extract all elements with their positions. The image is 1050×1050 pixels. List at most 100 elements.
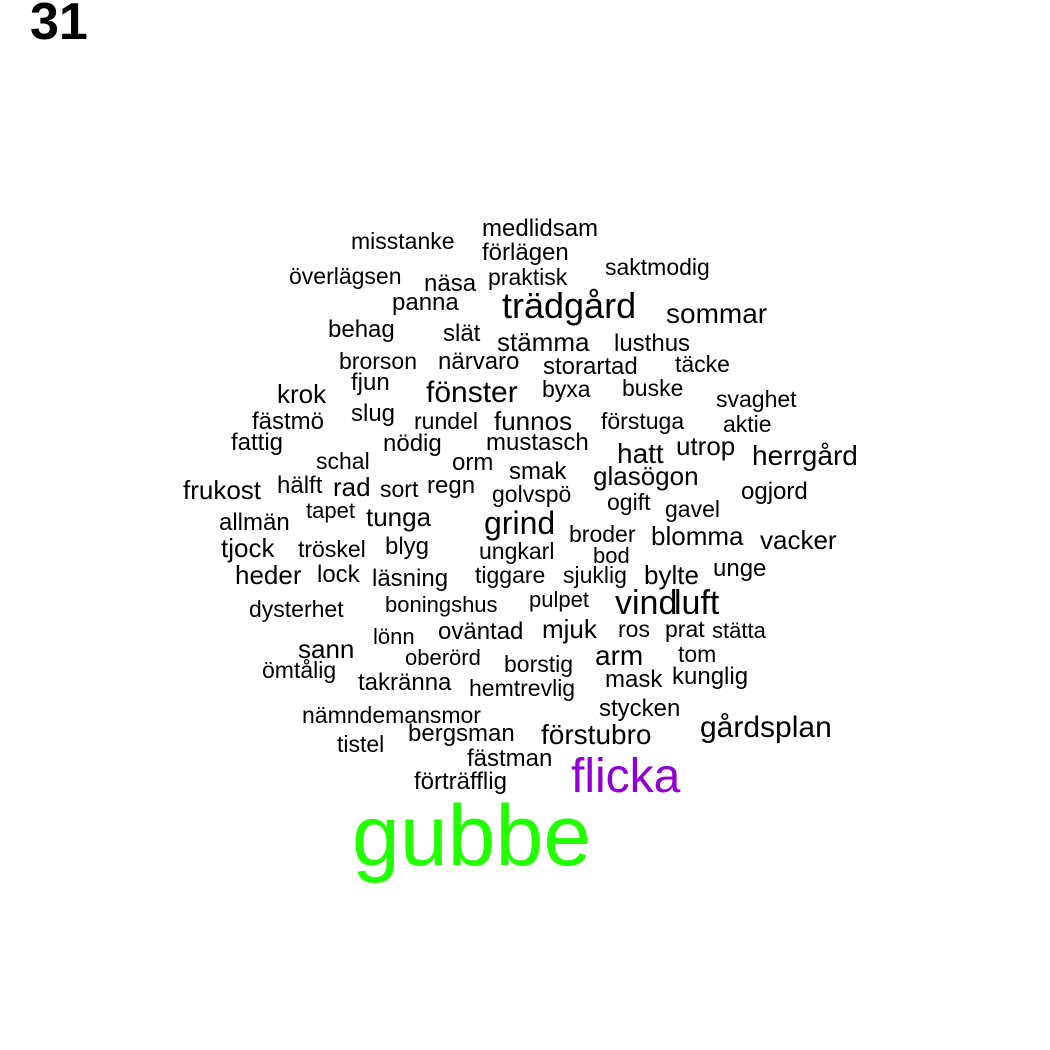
cloud-word: lusthus [614, 330, 691, 357]
cloud-word: frukost [183, 475, 262, 505]
cloud-word: arm [595, 640, 644, 671]
cloud-word: ogift [607, 489, 651, 515]
cloud-word: orm [452, 449, 494, 476]
cloud-word: ungkarl [479, 538, 555, 564]
cloud-word: smak [509, 458, 567, 485]
cloud-word: sann [298, 634, 355, 664]
cloud-word: förträfflig [414, 768, 507, 795]
cloud-word: takränna [358, 669, 452, 696]
cloud-word: stämma [497, 327, 590, 357]
cloud-word: läsning [372, 565, 449, 592]
cloud-word: fjun [351, 369, 390, 396]
cloud-word: regn [427, 472, 476, 499]
cloud-word: rad [333, 472, 371, 502]
cloud-word: utrop [676, 431, 736, 461]
cloud-word: golvspö [492, 481, 572, 507]
cloud-word: gårdsplan [700, 711, 832, 744]
cloud-word: dysterhet [249, 596, 344, 622]
cloud-word: tunga [366, 502, 432, 532]
cloud-word: rundel [414, 408, 478, 434]
cloud-word: misstanke [351, 228, 455, 254]
cloud-word: gubbe [352, 788, 592, 884]
cloud-word: unge [713, 555, 767, 582]
cloud-word: medlidsam [482, 215, 599, 242]
cloud-word: prat [665, 616, 705, 642]
cloud-word: aktie [723, 411, 772, 437]
cloud-word: mjuk [542, 614, 597, 644]
cloud-word: krok [277, 379, 327, 409]
page-number: 31 [30, 0, 88, 51]
cloud-word: blyg [385, 533, 430, 560]
cloud-word: funnos [494, 406, 573, 436]
cloud-word: panna [392, 289, 459, 316]
cloud-word: heder [235, 560, 302, 590]
cloud-word: praktisk [488, 264, 568, 290]
cloud-word: förstuga [601, 408, 685, 434]
cloud-word: lock [317, 561, 360, 588]
cloud-word: oväntad [438, 618, 524, 645]
cloud-word: behag [328, 316, 395, 343]
cloud-word: nämndemansmor [302, 702, 481, 728]
cloud-word: bod [593, 543, 630, 568]
cloud-word: allmän [219, 509, 290, 536]
cloud-word: brorson [339, 348, 417, 374]
cloud-word: byxa [542, 376, 591, 402]
cloud-word: hälft [277, 472, 323, 499]
cloud-word: oberörd [405, 645, 481, 670]
cloud-word: hemtrevlig [469, 675, 576, 701]
cloud-word: fästmö [252, 408, 325, 435]
cloud-word: fönster [426, 376, 518, 409]
cloud-word: vacker [760, 525, 837, 555]
cloud-word: sommar [666, 298, 768, 329]
cloud-word: förlägen [482, 239, 569, 266]
cloud-word: tistel [337, 731, 385, 757]
cloud-word: broder [569, 521, 636, 547]
cloud-word: grind [484, 505, 556, 541]
cloud-word: stätta [712, 618, 766, 643]
cloud-word: överlägsen [289, 263, 402, 289]
cloud-word: sjuklig [563, 562, 627, 588]
cloud-word: flicka [571, 750, 681, 803]
cloud-word: herrgård [752, 440, 858, 471]
cloud-word: bylte [644, 560, 699, 590]
cloud-word: slät [443, 320, 481, 347]
cloud-word: näsa [424, 270, 477, 297]
cloud-word: gavel [665, 496, 720, 522]
cloud-word: vind [615, 584, 678, 622]
cloud-word: trädgård [502, 285, 637, 326]
cloud-word: bergsman [408, 720, 515, 747]
cloud-word: kunglig [672, 663, 749, 690]
cloud-word: fästman [467, 745, 553, 772]
cloud-word: tapet [306, 498, 355, 523]
cloud-word: luft [674, 584, 720, 622]
cloud-word: blomma [651, 521, 744, 551]
cloud-word: hatt [617, 438, 664, 469]
cloud-word: boningshus [385, 592, 498, 617]
cloud-word: tiggare [475, 562, 546, 588]
cloud-word: mustasch [486, 429, 589, 456]
cloud-word: förstubro [541, 719, 652, 750]
cloud-word: stycken [599, 695, 681, 722]
cloud-word: saktmodig [605, 254, 710, 280]
cloud-word: tröskel [298, 536, 366, 562]
cloud-word: fattig [231, 429, 284, 456]
cloud-word: sort [380, 476, 419, 502]
cloud-word: pulpet [529, 587, 589, 612]
cloud-word: närvaro [438, 348, 520, 375]
cloud-word: storartad [543, 353, 638, 380]
cloud-word: glasögon [593, 461, 699, 491]
cloud-word: svaghet [716, 386, 797, 412]
cloud-word: ros [618, 616, 650, 642]
cloud-word: buske [622, 375, 684, 401]
cloud-word: tom [678, 641, 717, 667]
cloud-word: täcke [675, 351, 730, 377]
cloud-word: slug [351, 400, 396, 427]
cloud-word: mask [605, 666, 663, 693]
cloud-word: borstig [504, 651, 574, 677]
cloud-word: tjock [221, 533, 275, 563]
cloud-word: nödig [383, 430, 442, 457]
cloud-word: ömtålig [262, 657, 337, 683]
cloud-word: schal [316, 448, 370, 474]
cloud-word: ogjord [741, 478, 808, 505]
